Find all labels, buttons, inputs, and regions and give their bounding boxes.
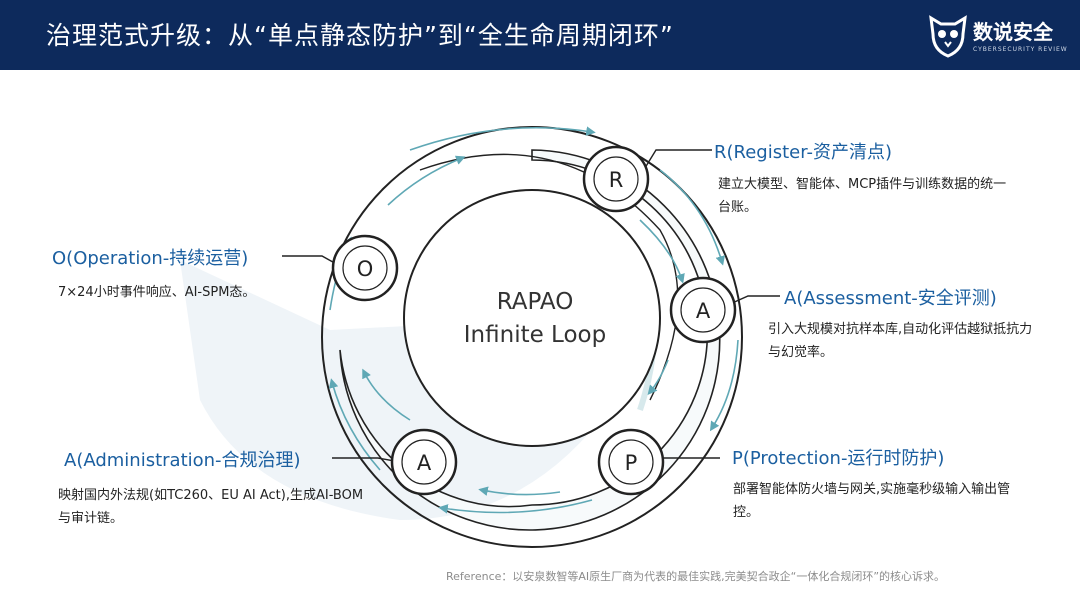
administration-title: A(Administration-合规治理) [64, 450, 301, 471]
register-desc: 建立大模型、智能体、MCP插件与训练数据的统一台账。 [718, 177, 1007, 215]
header-bar: 治理范式升级：从“单点静态防护”到“全生命周期闭环” 数说安全 CYBERSEC… [0, 0, 1080, 70]
assessment-title: A(Assessment-安全评测) [784, 288, 997, 309]
rapao-loop-diagram: R A P A O [180, 126, 780, 548]
center-title: RAPAO Infinite Loop [430, 286, 640, 352]
page-title: 治理范式升级：从“单点静态防护”到“全生命周期闭环” [46, 21, 674, 50]
inner-circle [403, 189, 661, 447]
flow-arrows [328, 126, 739, 514]
reference-note: Reference：以安泉数智等AI原生厂商为代表的最佳实践,完美契合政企“一体… [446, 570, 946, 583]
node-a-letter: A [696, 299, 711, 323]
node-r: R [582, 145, 650, 213]
brand-logo: 数说安全 CYBERSECURITY REVIEW [925, 8, 1068, 64]
administration-desc: 映射国内外法规(如TC260、EU AI Act),生成AI-BOM与审计链。 [58, 488, 364, 526]
node-r-letter: R [609, 168, 624, 192]
center-line-2: Infinite Loop [463, 322, 607, 348]
protection-desc: 部署智能体防火墙与网关,实施毫秒级输入输出管控。 [733, 482, 1011, 520]
protection-title: P(Protection-运行时防护) [732, 448, 945, 469]
assessment-desc: 引入大规模对抗样本库,自动化评估越狱抵抗力与幻觉率。 [768, 322, 1033, 360]
inner-swirl [419, 153, 679, 401]
node-a2-letter: A [417, 451, 432, 475]
node-p-letter: P [625, 451, 638, 475]
logo-text: 数说安全 [973, 20, 1053, 44]
node-o: O [331, 234, 399, 302]
node-o-letter: O [357, 257, 374, 281]
operation-title: O(Operation-持续运营) [52, 248, 249, 269]
register-title: R(Register-资产清点) [714, 142, 893, 163]
node-p: P [597, 428, 665, 496]
node-assessment: A [669, 276, 737, 344]
operation-desc: 7×24小时事件响应、AI-SPM态。 [58, 285, 256, 300]
center-line-1: RAPAO [496, 289, 574, 315]
node-administration: A [390, 428, 458, 496]
owl-logo-icon [929, 15, 967, 58]
logo-subtext: CYBERSECURITY REVIEW [973, 46, 1068, 53]
